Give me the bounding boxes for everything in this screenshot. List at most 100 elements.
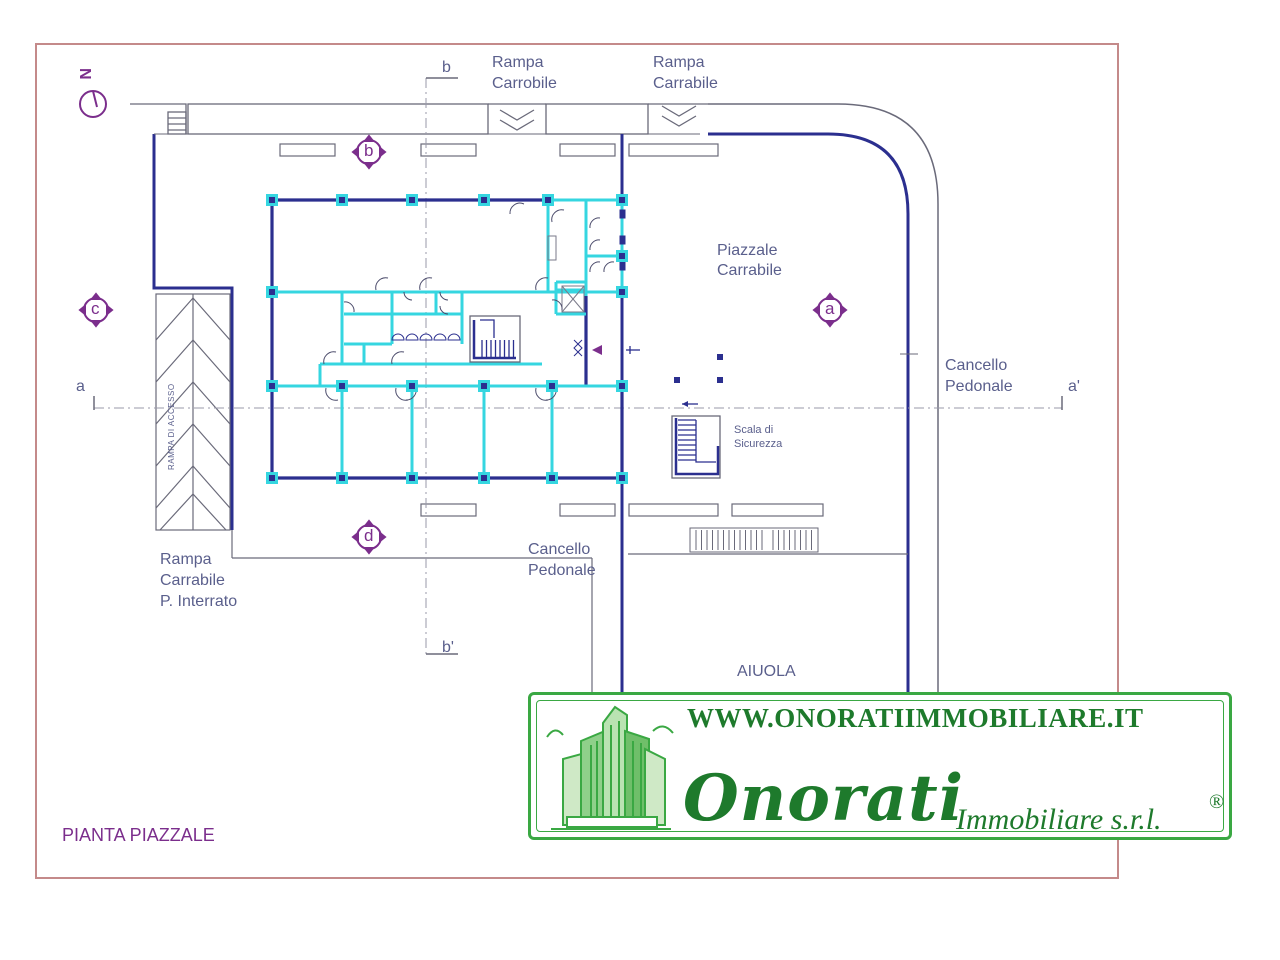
toilet-fixtures [391, 209, 626, 341]
door-swing [439, 305, 449, 315]
column-core [619, 253, 625, 259]
stair-flight [480, 319, 495, 338]
view-marker-a [812, 292, 848, 328]
door-swing [589, 217, 601, 229]
logo-inner-border [536, 700, 1224, 832]
view-marker-c [78, 292, 114, 328]
ramp-chevrons [499, 105, 697, 131]
view-marker-c-letter: c [91, 299, 100, 318]
column-core [549, 475, 555, 481]
city-buildings-logo-icon [546, 705, 674, 830]
safety-staircase [671, 415, 721, 479]
label-carrabile-1: Carrobile [492, 75, 557, 92]
label-cancello-bottom: Cancello [528, 541, 591, 558]
label-piazzale: Piazzale [717, 242, 778, 259]
column-core [339, 383, 345, 389]
column-core [619, 289, 625, 295]
entrance-markers [573, 339, 723, 407]
column-core [619, 197, 625, 203]
door-swing [535, 277, 549, 291]
column-core [545, 197, 551, 203]
plan-title: PIANTA PIAZZALE [62, 825, 215, 845]
toilet-fixture [405, 333, 419, 341]
section-a-left: a [76, 378, 85, 395]
north-arrow [79, 90, 107, 118]
label-carrabile-left: Carrabile [160, 572, 225, 589]
section-lines [94, 78, 1062, 654]
column-core [481, 383, 487, 389]
toilet-fixture [433, 333, 447, 341]
left-site-wall [152, 133, 700, 559]
drawing-frame [35, 43, 1119, 879]
label-carrabile-2: Carrabile [653, 75, 718, 92]
view-marker-d-letter: d [364, 526, 374, 545]
planters [279, 143, 824, 517]
bike-rack [689, 527, 819, 553]
column-core [549, 383, 555, 389]
column-core [269, 475, 275, 481]
column-core [619, 383, 625, 389]
section-b-top: b [442, 59, 451, 76]
door-swing [551, 209, 565, 223]
structural-columns [266, 194, 628, 484]
section-b-bottom: b' [442, 639, 454, 656]
main-staircase [469, 315, 521, 363]
label-interrato: P. Interrato [160, 593, 238, 610]
label-cancello-right: Cancello [945, 357, 1008, 374]
door-swing [589, 261, 601, 273]
column-core [339, 475, 345, 481]
underground-ramp [155, 293, 231, 531]
building-outer-walls [270, 198, 624, 480]
door-swing [589, 239, 601, 251]
label-aiuola: AIUOLA [737, 663, 796, 680]
door-swing [419, 277, 433, 291]
door-swing [391, 351, 405, 365]
logo-brand-name: Onorati [683, 761, 965, 836]
label-scala: Scala di [734, 424, 774, 436]
view-marker-b [351, 134, 387, 170]
logo-company-type: Immobiliare s.r.l. [956, 803, 1162, 836]
column-core [339, 197, 345, 203]
door-swing [603, 261, 615, 273]
label-piazzale-carrabile: Carrabile [717, 262, 782, 279]
door-swing [343, 301, 355, 313]
top-wall [130, 103, 708, 135]
logo-registered-mark: ® [1209, 791, 1225, 813]
door-swing [439, 291, 449, 301]
view-marker-d [351, 519, 387, 555]
label-sicurezza: Sicurezza [734, 438, 783, 450]
column-core [269, 383, 275, 389]
label-pedonale-right: Pedonale [945, 378, 1013, 395]
door-swings [323, 202, 615, 401]
door-swing [323, 351, 337, 365]
view-marker-b-letter: b [364, 141, 374, 160]
door-swing [509, 202, 525, 215]
view-marker-a-letter: a [825, 299, 835, 318]
door-swing [375, 277, 389, 291]
column-core [409, 197, 415, 203]
toilet-fixture [447, 333, 461, 341]
door-swing [403, 291, 413, 301]
label-rampa-2: Rampa [653, 54, 705, 71]
toilet-fixture [391, 333, 405, 341]
core-details [547, 235, 585, 313]
label-rampa-left: Rampa [160, 551, 212, 568]
column-core [269, 289, 275, 295]
north-label: N [76, 68, 93, 80]
label-ramp-side: RAMPA DI ACCESSO [167, 383, 176, 470]
driveway-curve [708, 103, 939, 692]
door-swing [325, 387, 339, 401]
column-core [409, 383, 415, 389]
section-ticks [93, 77, 1063, 655]
column-core [619, 475, 625, 481]
column-core [481, 197, 487, 203]
column-core [409, 475, 415, 481]
logo-website-url: WWW.ONORATIIMMOBILIARE.IT [687, 703, 1144, 733]
door-swing [551, 299, 563, 311]
building-cyan-walls [272, 198, 624, 478]
column-core [481, 475, 487, 481]
label-rampa-1: Rampa [492, 54, 544, 71]
safety-stair-flight [695, 420, 716, 463]
agency-logo-banner: WWW.ONORATIIMMOBILIARE.IT Onorati Immobi… [528, 692, 1232, 840]
